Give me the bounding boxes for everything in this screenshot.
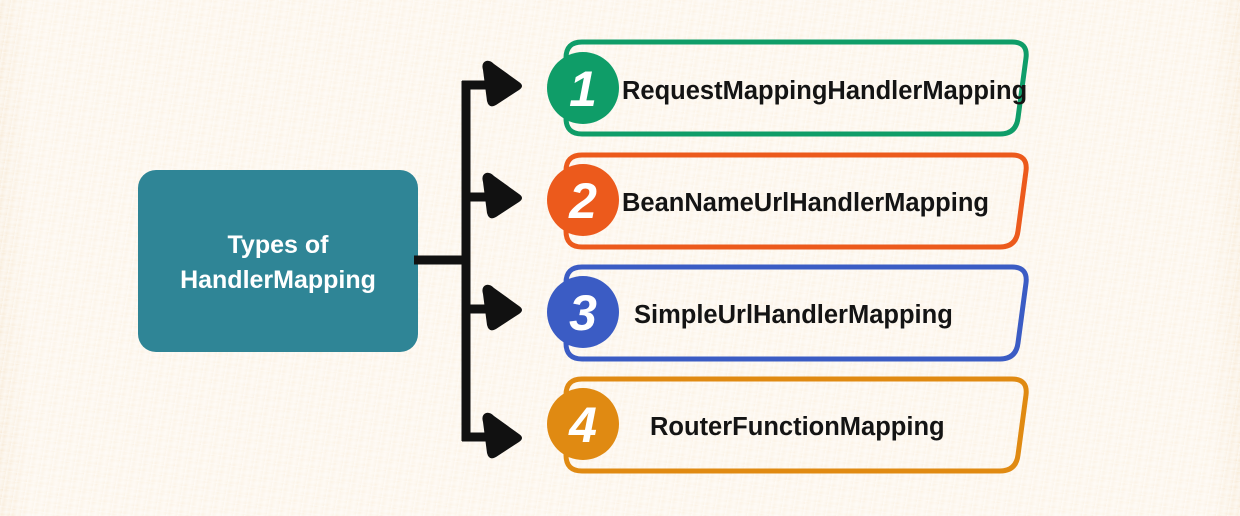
root-node-box — [138, 170, 418, 352]
card-label-4: RouterFunctionMapping — [650, 413, 945, 441]
badge-circle-1 — [547, 52, 619, 124]
card-outline-1 — [563, 39, 1029, 137]
arrowhead-icon-1 — [482, 60, 522, 107]
badge-circle-4 — [547, 388, 619, 460]
card-outline-3 — [563, 264, 1029, 362]
list-item[interactable]: 1 RequestMappingHandlerMapping — [547, 39, 1029, 137]
root-node-title-line2: HandlerMapping — [180, 266, 376, 294]
badge-circle-3 — [547, 276, 619, 348]
card-label-1: RequestMappingHandlerMapping — [622, 77, 1027, 105]
card-label-2: BeanNameUrlHandlerMapping — [622, 189, 989, 217]
connector-lines — [414, 80, 492, 442]
badge-number-3: 3 — [569, 285, 597, 341]
list-item[interactable]: 4 RouterFunctionMapping — [547, 376, 1029, 474]
root-node[interactable]: Types of HandlerMapping — [138, 170, 418, 352]
list-item[interactable]: 3 SimpleUrlHandlerMapping — [547, 264, 1029, 362]
card-outline-4 — [563, 376, 1029, 474]
arrowhead-icon-3 — [482, 284, 522, 331]
card-outline-2 — [563, 152, 1029, 250]
card-label-3: SimpleUrlHandlerMapping — [634, 301, 953, 329]
badge-number-1: 1 — [569, 61, 597, 117]
root-node-title-line1: Types of — [228, 231, 330, 259]
badge-number-4: 4 — [568, 397, 597, 453]
arrowhead-icon-4 — [482, 412, 522, 459]
connector-arrowheads — [482, 60, 522, 459]
badge-circle-2 — [547, 164, 619, 236]
arrowhead-icon-2 — [482, 172, 522, 219]
list-item[interactable]: 2 BeanNameUrlHandlerMapping — [547, 152, 1029, 250]
badge-number-2: 2 — [568, 173, 597, 229]
